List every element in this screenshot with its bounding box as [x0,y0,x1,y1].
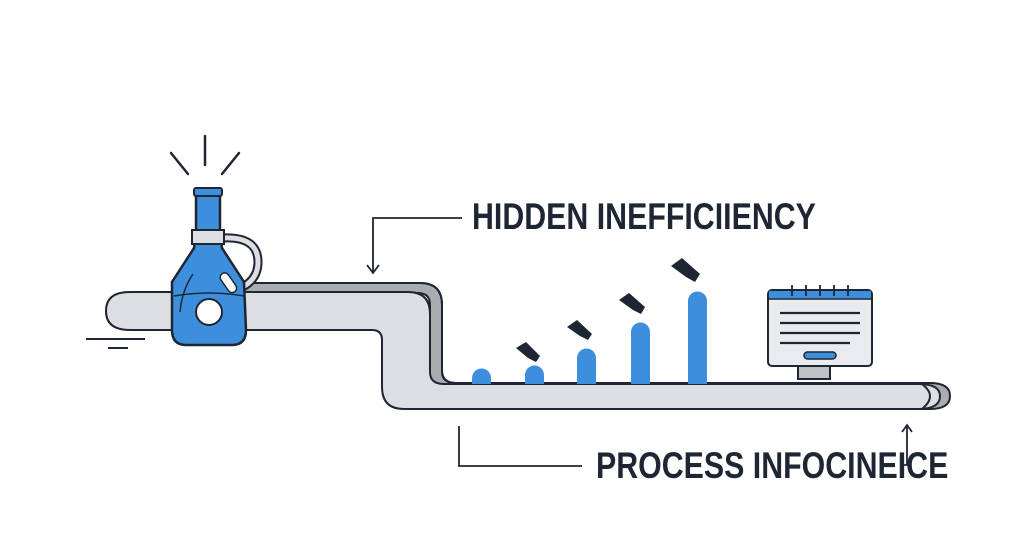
bar-3 [577,348,596,384]
pipe-body [104,291,942,410]
bar-arrow-icon [567,320,592,340]
arrow-up-icon [458,423,913,467]
heading-hidden-inefficiency: HIDDEN INEFFICIIENCY [472,196,816,237]
bar-4 [631,322,650,384]
sparkle-lines-icon [169,134,241,176]
bar-5 [688,291,707,384]
pipe-end-cap [921,383,931,410]
bar-arrow-icon [516,342,540,362]
bar-chart [472,258,707,384]
heading-process-label: PROCESS INFOCINEICE [596,445,949,486]
monitor-document-icon [767,285,873,380]
arrow-down-icon [366,217,462,275]
flask-icon [170,187,248,347]
bar-arrow-icon [619,293,645,314]
bar-arrow-icon [671,258,700,282]
bar-2 [525,365,544,384]
bar-1 [472,368,491,384]
